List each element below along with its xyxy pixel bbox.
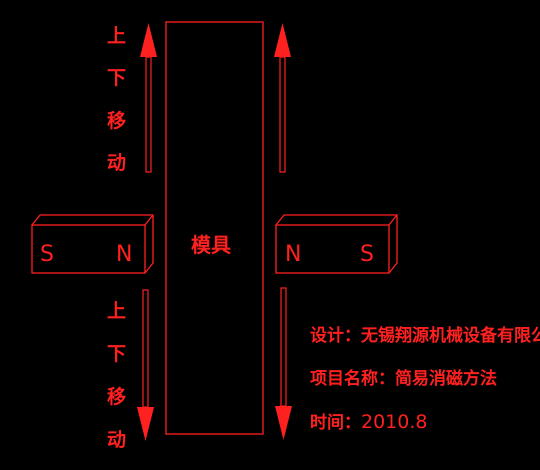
- right-magnet: N S: [275, 214, 398, 274]
- lower-text-char-3: 移: [107, 385, 126, 408]
- time-label: 时间：: [310, 412, 361, 433]
- project-label: 项目名称：: [310, 368, 395, 389]
- right-magnet-pole-s: S: [360, 242, 374, 267]
- time-value: 2010.8: [361, 411, 427, 433]
- lower-left-move-text: 上 下 移 动: [107, 300, 126, 451]
- upper-text-char-3: 移: [107, 109, 126, 132]
- upper-text-char-1: 上: [107, 25, 126, 47]
- mold-rect: [165, 21, 264, 435]
- upper-text-char-4: 动: [107, 152, 126, 174]
- upper-left-arrow: [140, 23, 157, 173]
- left-magnet-pole-n: N: [116, 242, 132, 267]
- mold-label: 模具: [191, 233, 231, 257]
- upper-text-char-2: 下: [107, 67, 126, 89]
- right-magnet-pole-n: N: [285, 242, 301, 267]
- lower-text-char-2: 下: [107, 343, 126, 365]
- left-magnet-pole-s: S: [40, 242, 54, 267]
- lower-text-char-4: 动: [107, 429, 126, 451]
- lower-text-char-1: 上: [107, 300, 126, 322]
- lower-left-arrow: [137, 289, 154, 441]
- info-block: 设计：无锡翔源机械设备有限公司 项目名称：简易消磁方法 时间：2010.8: [310, 325, 540, 433]
- project-line: 项目名称：简易消磁方法: [310, 368, 497, 389]
- designer-line: 设计：无锡翔源机械设备有限公司: [310, 325, 540, 346]
- time-line: 时间：2010.8: [310, 411, 427, 433]
- upper-right-arrow: [274, 23, 291, 173]
- project-value: 简易消磁方法: [395, 368, 497, 389]
- designer-label: 设计：: [310, 325, 361, 346]
- designer-value: 无锡翔源机械设备有限公司: [360, 325, 540, 346]
- lower-right-arrow: [275, 287, 292, 440]
- left-magnet: S N: [31, 214, 154, 274]
- upper-left-move-text: 上 下 移 动: [107, 25, 126, 174]
